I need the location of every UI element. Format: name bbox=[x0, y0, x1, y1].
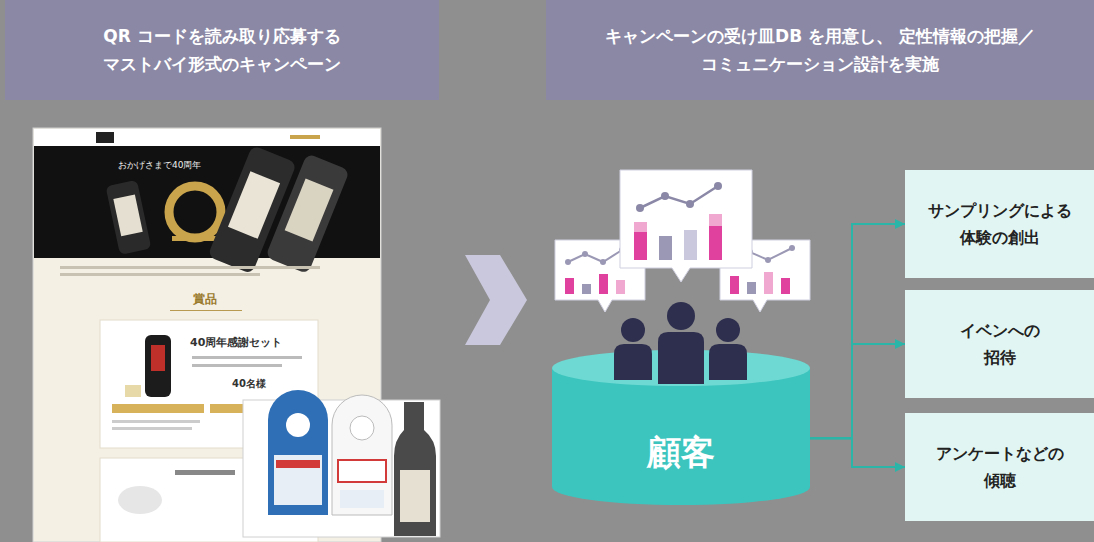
page-nav bbox=[34, 129, 380, 146]
hero-caption: おかげさまで40周年 bbox=[118, 160, 201, 171]
hero-emblem bbox=[169, 186, 221, 238]
hero-bottle bbox=[106, 180, 152, 255]
chart-callout bbox=[620, 170, 752, 282]
prize-decoration bbox=[125, 385, 141, 397]
node-text: イベンへの 招待 bbox=[955, 317, 1045, 371]
hero-date bbox=[172, 236, 218, 241]
prize-text-line bbox=[175, 470, 235, 475]
prize-text-line bbox=[112, 420, 200, 423]
prize-name: 40周年感謝セット bbox=[190, 336, 282, 349]
action-box: サンプリングによる 体験の創出 bbox=[905, 170, 1094, 278]
tag-print bbox=[338, 460, 386, 482]
intro-text-line bbox=[60, 273, 260, 276]
person-body bbox=[614, 344, 652, 380]
people-icons bbox=[614, 302, 747, 384]
bottle-label bbox=[400, 470, 430, 522]
tag-print bbox=[276, 460, 320, 468]
person-head bbox=[667, 302, 695, 330]
person-body bbox=[658, 332, 704, 384]
product-photo bbox=[243, 390, 440, 537]
prize-cup bbox=[118, 486, 162, 514]
cylinder-body bbox=[552, 368, 810, 505]
cylinder-shape bbox=[552, 350, 810, 505]
node-text: QR コードを読み取り応募する マストバイ形式のキャンペーン bbox=[12, 22, 432, 78]
prize-text-line bbox=[192, 364, 282, 367]
prize-banner bbox=[112, 404, 204, 413]
tag-hole bbox=[350, 416, 374, 440]
page-logo bbox=[96, 132, 114, 143]
action-box: イベンへの 招待 bbox=[905, 290, 1094, 398]
node-text: キャンペーンの受け皿DB を用意し、 定性情報の把握／コミュニケーション設計を実… bbox=[560, 22, 1080, 78]
neck-tag bbox=[268, 390, 328, 515]
section-heading: 賞品 bbox=[193, 292, 217, 306]
tag-print bbox=[274, 455, 322, 505]
person-head bbox=[716, 318, 740, 342]
page-nav-link bbox=[290, 135, 320, 139]
intro-text-line bbox=[60, 266, 320, 269]
sake-bottle bbox=[394, 402, 436, 536]
prize-text-line bbox=[192, 356, 302, 359]
section-rule bbox=[170, 310, 242, 311]
action-box: アンケートなどの 傾聴 bbox=[905, 413, 1094, 521]
prize-bottle-label bbox=[151, 345, 165, 371]
branch-arrow bbox=[810, 224, 905, 438]
header-band: キャンペーンの受け皿DB を用意し、 定性情報の把握／コミュニケーション設計を実… bbox=[546, 0, 1094, 100]
tag-print bbox=[340, 490, 384, 508]
database-cylinder: 顧客 bbox=[552, 350, 810, 505]
tag-hole bbox=[286, 413, 310, 437]
person-head bbox=[621, 318, 645, 342]
node-text: サンプリングによる 体験の創出 bbox=[920, 197, 1080, 251]
hero-bottle bbox=[265, 153, 350, 274]
prize-bottle bbox=[145, 335, 171, 397]
branch-arrow bbox=[810, 344, 905, 438]
prize-text-line bbox=[112, 427, 192, 430]
neck-tag bbox=[332, 395, 392, 515]
prize-count: 40名様 bbox=[232, 378, 266, 390]
node-text: 顧客 bbox=[581, 432, 781, 473]
person-body bbox=[709, 344, 747, 380]
header-band: QR コードを読み取り応募する マストバイ形式のキャンペーン bbox=[5, 0, 439, 100]
flow-chevron bbox=[465, 255, 527, 345]
node-text: アンケートなどの 傾聴 bbox=[930, 440, 1070, 494]
branch-arrow bbox=[810, 438, 905, 467]
